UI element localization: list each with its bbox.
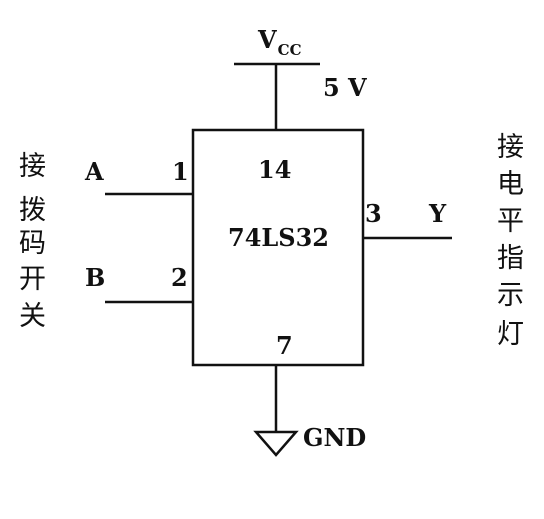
gnd-label: GND [303, 423, 366, 452]
pin-gnd-number: 7 [276, 331, 293, 360]
right-note-char: 接 [497, 132, 524, 163]
right-note-char: 电 [497, 169, 524, 200]
right-note-char: 灯 [497, 319, 524, 350]
pin-y-number: 3 [365, 199, 382, 228]
left-note-char: 关 [19, 301, 46, 332]
pin-vcc-number: 14 [258, 155, 291, 184]
left-note-char: 开 [19, 264, 46, 295]
chip-body [191, 128, 365, 367]
pin-a-label: A [84, 157, 104, 186]
ground-icon [253, 430, 299, 457]
right-note-char: 指 [497, 243, 524, 274]
left-note-char: 拨 [19, 195, 46, 226]
left-note-char: 接 [19, 151, 46, 182]
pin-b-number: 2 [171, 263, 188, 292]
right-note-char: 平 [497, 206, 524, 237]
chip-name: 74LS32 [228, 223, 329, 252]
vcc-voltage: 5 V [323, 73, 367, 102]
pin-a-number: 1 [172, 157, 189, 186]
pin-y-label: Y [428, 199, 447, 228]
vcc-label: VCC [257, 25, 302, 59]
pin-b-label: B [85, 263, 105, 292]
right-note-char: 示 [497, 280, 524, 311]
left-note-char: 码 [19, 228, 46, 259]
